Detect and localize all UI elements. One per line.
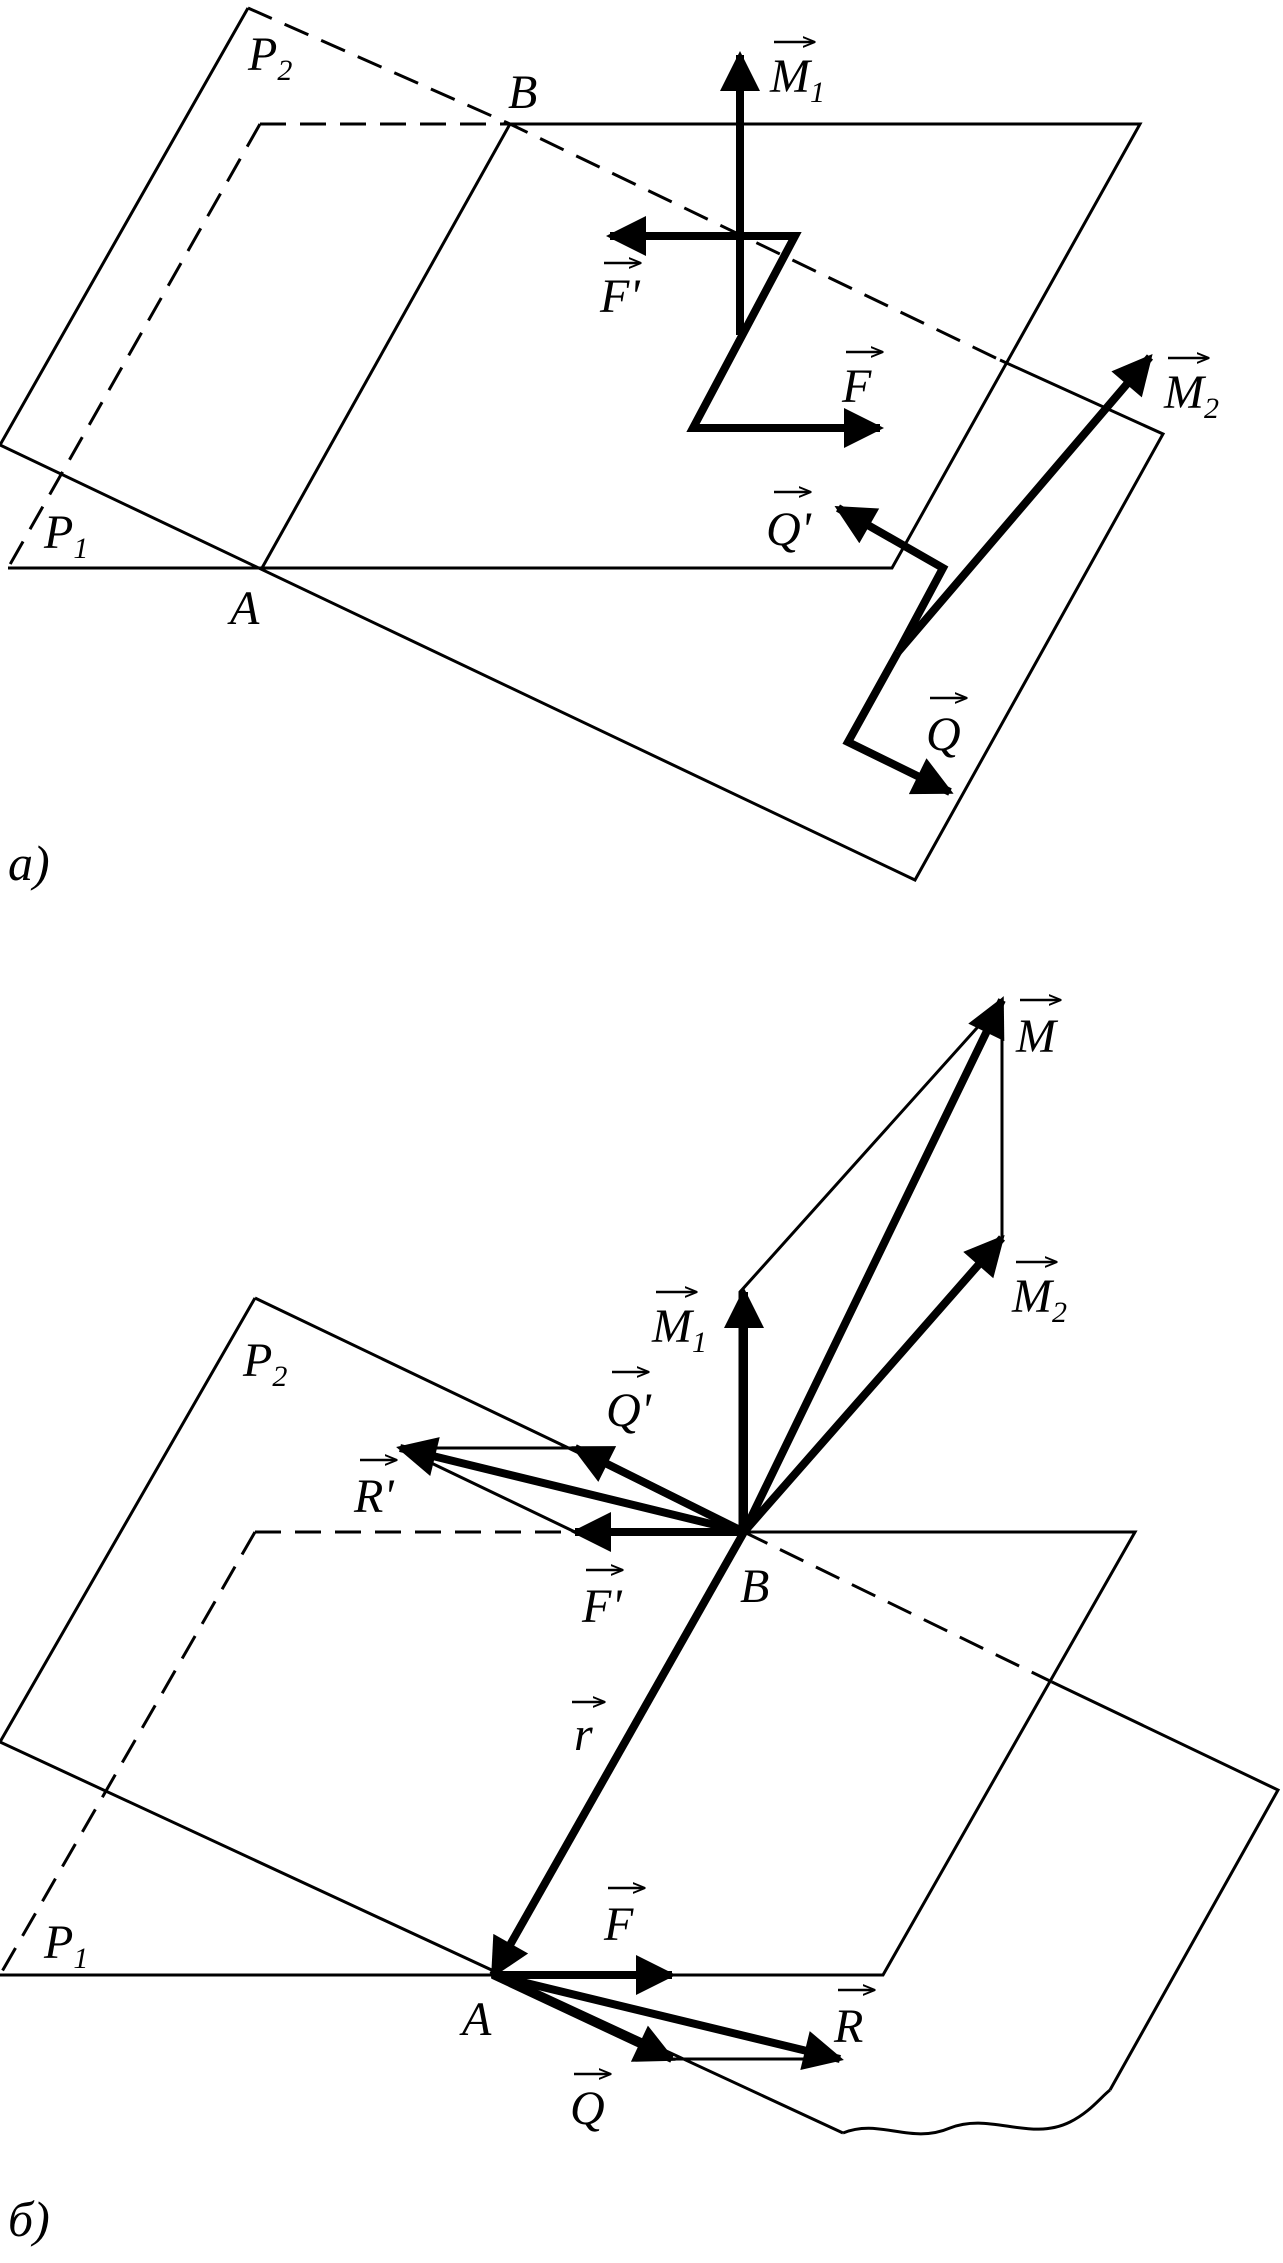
label-m-b: M [1015, 1000, 1060, 1063]
vector-m2-b [740, 1234, 1006, 1535]
plane-p2-hidden-edge-b [743, 1530, 1053, 1684]
plane-p2-b [0, 1297, 844, 2135]
vector-q-a [842, 650, 954, 796]
label-r-b: R [833, 1990, 874, 2053]
part-b: P2 P1 A B M M1 M2 Q' R' F' r [0, 996, 1281, 2247]
label-r-prime-b: R' [353, 1460, 396, 1523]
vector-r-prime-b [396, 1437, 745, 1536]
plane-p1-hidden-edge-a [6, 122, 510, 569]
svg-text:M: M [1015, 1010, 1059, 1063]
vector-q-prime-a [834, 504, 949, 654]
torn-edge-b [842, 2088, 1111, 2136]
label-r-small-b: r [572, 1702, 604, 1761]
svg-text:Q: Q [926, 708, 961, 761]
svg-text:F: F [603, 1898, 634, 1951]
vector-q-b [491, 1971, 676, 2063]
label-m2-b: M2 [1011, 1262, 1067, 1329]
caption-b: б) [8, 2191, 50, 2247]
label-p2-a: P2 [247, 28, 292, 87]
plane-p1-a [8, 122, 1143, 570]
label-m1-a: M1 [769, 42, 825, 109]
svg-text:Q: Q [570, 2082, 605, 2135]
svg-text:M2: M2 [1011, 1270, 1067, 1329]
force-parallelogram-upper-b [399, 1446, 576, 1534]
label-f-b: F [603, 1888, 644, 1951]
svg-text:F': F' [581, 1580, 622, 1633]
svg-text:M2: M2 [1163, 366, 1219, 425]
caption-a: а) [8, 835, 50, 891]
label-p2-b: P2 [242, 1334, 287, 1393]
svg-text:F: F [841, 360, 872, 413]
vector-r-small-b [489, 1530, 748, 1979]
svg-text:r: r [574, 1708, 593, 1761]
label-f-a: F [841, 352, 882, 413]
label-point-a-a: A [227, 582, 260, 635]
svg-text:Q': Q' [606, 1384, 652, 1437]
label-q-prime-a: Q' [766, 492, 812, 556]
vector-m2-a [894, 353, 1154, 655]
plane-p2-a [0, 7, 1166, 882]
vector-r-b [492, 1971, 844, 2070]
label-p1-b: P1 [43, 1916, 88, 1975]
label-f-prime-b: F' [581, 1570, 622, 1633]
label-point-b-a: B [508, 66, 537, 119]
label-q-b: Q [570, 2074, 610, 2135]
label-m1-b: M1 [651, 1292, 707, 1359]
part-a: P2 P1 A B M1 F' F M2 Q' Q а) [0, 6, 1219, 891]
label-p1-a: P1 [43, 506, 88, 565]
label-q-a: Q [926, 698, 966, 761]
line-ab-a [260, 123, 512, 569]
vector-m-b [740, 996, 1006, 1534]
label-q-prime-b: Q' [606, 1372, 652, 1437]
svg-text:R: R [833, 2000, 863, 2053]
svg-text:M1: M1 [769, 50, 825, 109]
vector-f-a [686, 232, 884, 448]
svg-text:R': R' [353, 1470, 394, 1523]
label-point-b-b: B [740, 1560, 769, 1613]
label-point-a-b: A [459, 1993, 492, 2046]
label-m2-a: M2 [1163, 358, 1219, 425]
svg-text:Q': Q' [766, 503, 812, 556]
svg-text:F': F' [599, 270, 640, 323]
svg-text:M1: M1 [651, 1300, 707, 1359]
plane-p2-edges-b [254, 1296, 1281, 2091]
vector-q-prime-b [571, 1444, 746, 1536]
plane-p1-b [0, 1530, 1138, 1977]
label-f-prime-a: F' [599, 263, 640, 323]
